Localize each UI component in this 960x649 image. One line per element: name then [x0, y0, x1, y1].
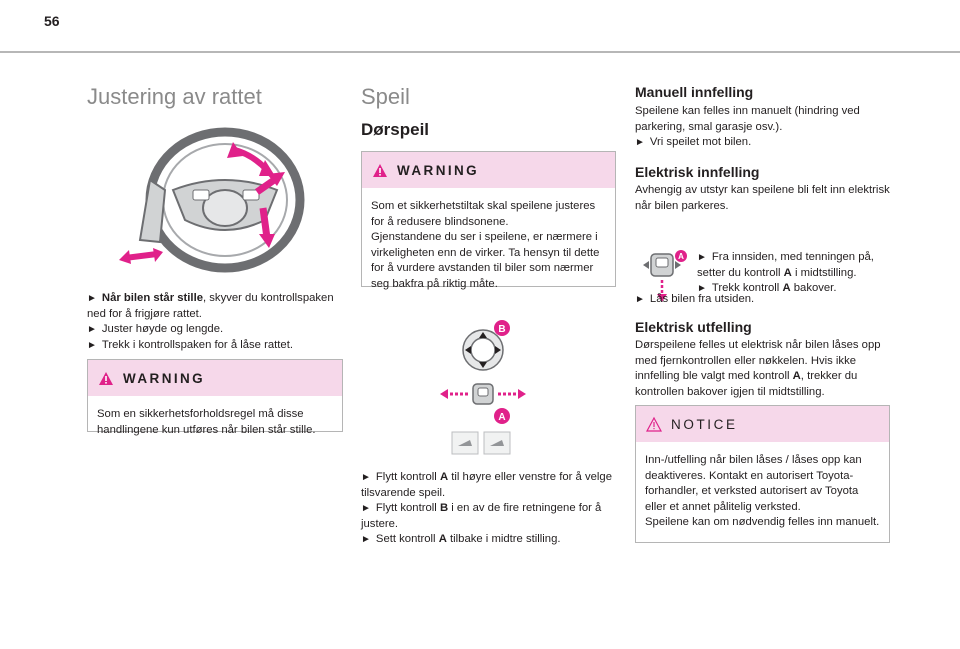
warning-icon: [373, 163, 387, 177]
mirrors-step2-b: i en av de fire retningene for å justere…: [361, 502, 602, 530]
mirrors-warning-box: WARNING Som et sikkerhetstiltak skal spe…: [361, 151, 616, 290]
mirrors-step2-a: Flytt kontroll: [375, 502, 440, 515]
steering-warning-text: Som en sikkerhetsforholdsregel må disse …: [97, 408, 316, 436]
electric-step1-key: A: [783, 266, 792, 279]
electric-folding-text: Avhengig av utstyr kan speilene bli felt…: [635, 184, 890, 212]
steering-title: Justering av rattet: [87, 84, 262, 109]
page-number: 56: [44, 13, 60, 29]
mirrors-step3-a: Sett kontroll: [375, 533, 439, 546]
mirrors-subtitle: Dørspeil: [361, 120, 430, 139]
bullet-icon: ►: [635, 294, 645, 305]
label-a: A: [678, 252, 684, 261]
mirrors-step1-a: Flytt kontroll: [375, 471, 440, 483]
bullet-icon: ►: [361, 503, 371, 515]
steering-wheel-illustration: [119, 127, 305, 273]
mirrors-step1-b: til høyre eller venstre for å velge tils…: [361, 471, 612, 499]
fold-control-icon: A: [643, 250, 687, 302]
mirrors-step1-key: A: [439, 471, 449, 483]
steering-step1-bold: Når bilen står stille: [101, 292, 203, 304]
mirrors-title: Speil: [361, 84, 410, 109]
mirrors-warning-line1: Som et sikkerhetstiltak skal speilene ju…: [371, 200, 596, 228]
electric-step1-a: Fra innsiden, med tenningen på, setter d…: [697, 251, 874, 279]
electric-folding-title: Elektrisk innfelling: [635, 164, 760, 180]
mirrors-step3-b: tilbake i midtre stilling.: [446, 533, 561, 546]
bullet-icon: ►: [361, 472, 371, 483]
electric-unfolding-text: Dørspeilene felles ut elektrisk når bile…: [635, 338, 890, 400]
manual-folding-title: Manuell innfelling: [635, 84, 754, 100]
steering-step1: , skyver du kontrollspaken ned for å fri…: [87, 292, 334, 320]
electric-step3: Lås bilen fra utsiden.: [649, 293, 755, 305]
unfold-text-b: , trekker du kontrollen bakover igjen ti…: [635, 370, 858, 398]
electric-step2-a: Trekk kontroll: [711, 282, 783, 295]
steering-step3: Trekk i kontrollspaken for å låse rattet…: [101, 338, 293, 351]
steering-steps: ► Når bilen står stille, skyver du kontro…: [87, 291, 342, 353]
warning-icon: [99, 371, 113, 385]
label-b: B: [498, 324, 505, 335]
manual-folding-step: Vri speilet mot bilen.: [649, 136, 752, 149]
label-a: A: [498, 412, 505, 423]
notice-text: Inn-/utfelling når bilen låses / låses o…: [636, 443, 889, 539]
mirrors-step2-key: B: [439, 502, 449, 515]
electric-step2-key: A: [782, 282, 791, 295]
bullet-icon: ►: [87, 339, 97, 351]
mirrors-step3-key: A: [438, 533, 447, 546]
electric-step2-b: bakover.: [790, 282, 837, 295]
warning-header: WARNING: [88, 360, 342, 397]
unfold-text-a: Dørspeilene felles ut elektrisk når bile…: [635, 339, 881, 383]
warning-header: WARNING: [362, 152, 615, 189]
mirrors-steps: ► Flytt kontroll A til høyre eller venstr…: [361, 470, 616, 548]
bullet-icon: ►: [635, 137, 645, 149]
bullet-icon: ►: [87, 293, 97, 304]
bullet-icon: ►: [87, 324, 97, 336]
electric-unfolding-title: Elektrisk utfelling: [635, 319, 752, 335]
notice-box: NOTICE Inn-/utfelling når bilen låses / …: [635, 405, 890, 543]
manual-folding-desc: Speilene kan felles inn manuelt (hindrin…: [635, 105, 860, 133]
notice-line2: Speilene kan om nødvendig felles inn man…: [645, 516, 880, 529]
notice-icon: [645, 416, 663, 432]
mirrors-warning-text: Som et sikkerhetstiltak skal speilene ju…: [362, 189, 615, 301]
electric-step1-b: i midtstilling.: [791, 266, 857, 279]
bullet-icon: ►: [697, 252, 707, 263]
mirrors-warning-line2: Gjenstandene du ser i speilene, er nærme…: [371, 231, 600, 290]
electric-folding-steps: ►Fra innsiden, med tenningen på, setter …: [697, 250, 889, 297]
steering-step2: Juster høyde og lengde.: [101, 323, 224, 336]
notice-line1: Inn-/utfelling når bilen låses / låses o…: [645, 454, 862, 513]
bullet-icon: ►: [361, 534, 371, 546]
bullet-icon: ►: [697, 283, 707, 295]
warning-label: WARNING: [397, 162, 480, 178]
manual-folding-text: Speilene kan felles inn manuelt (hindrin…: [635, 104, 890, 151]
notice-header: NOTICE: [636, 406, 889, 443]
warning-label: WARNING: [123, 370, 206, 386]
header-rule: [0, 51, 960, 53]
mirror-control-illustration: B A: [440, 320, 526, 455]
steering-warning-box: WARNING Som en sikkerhetsforholdsregel m…: [87, 359, 343, 436]
notice-label: NOTICE: [671, 416, 738, 432]
unfold-key: A: [792, 370, 801, 383]
electric-folding-step3: ► Lås bilen fra utsiden.: [635, 292, 890, 308]
